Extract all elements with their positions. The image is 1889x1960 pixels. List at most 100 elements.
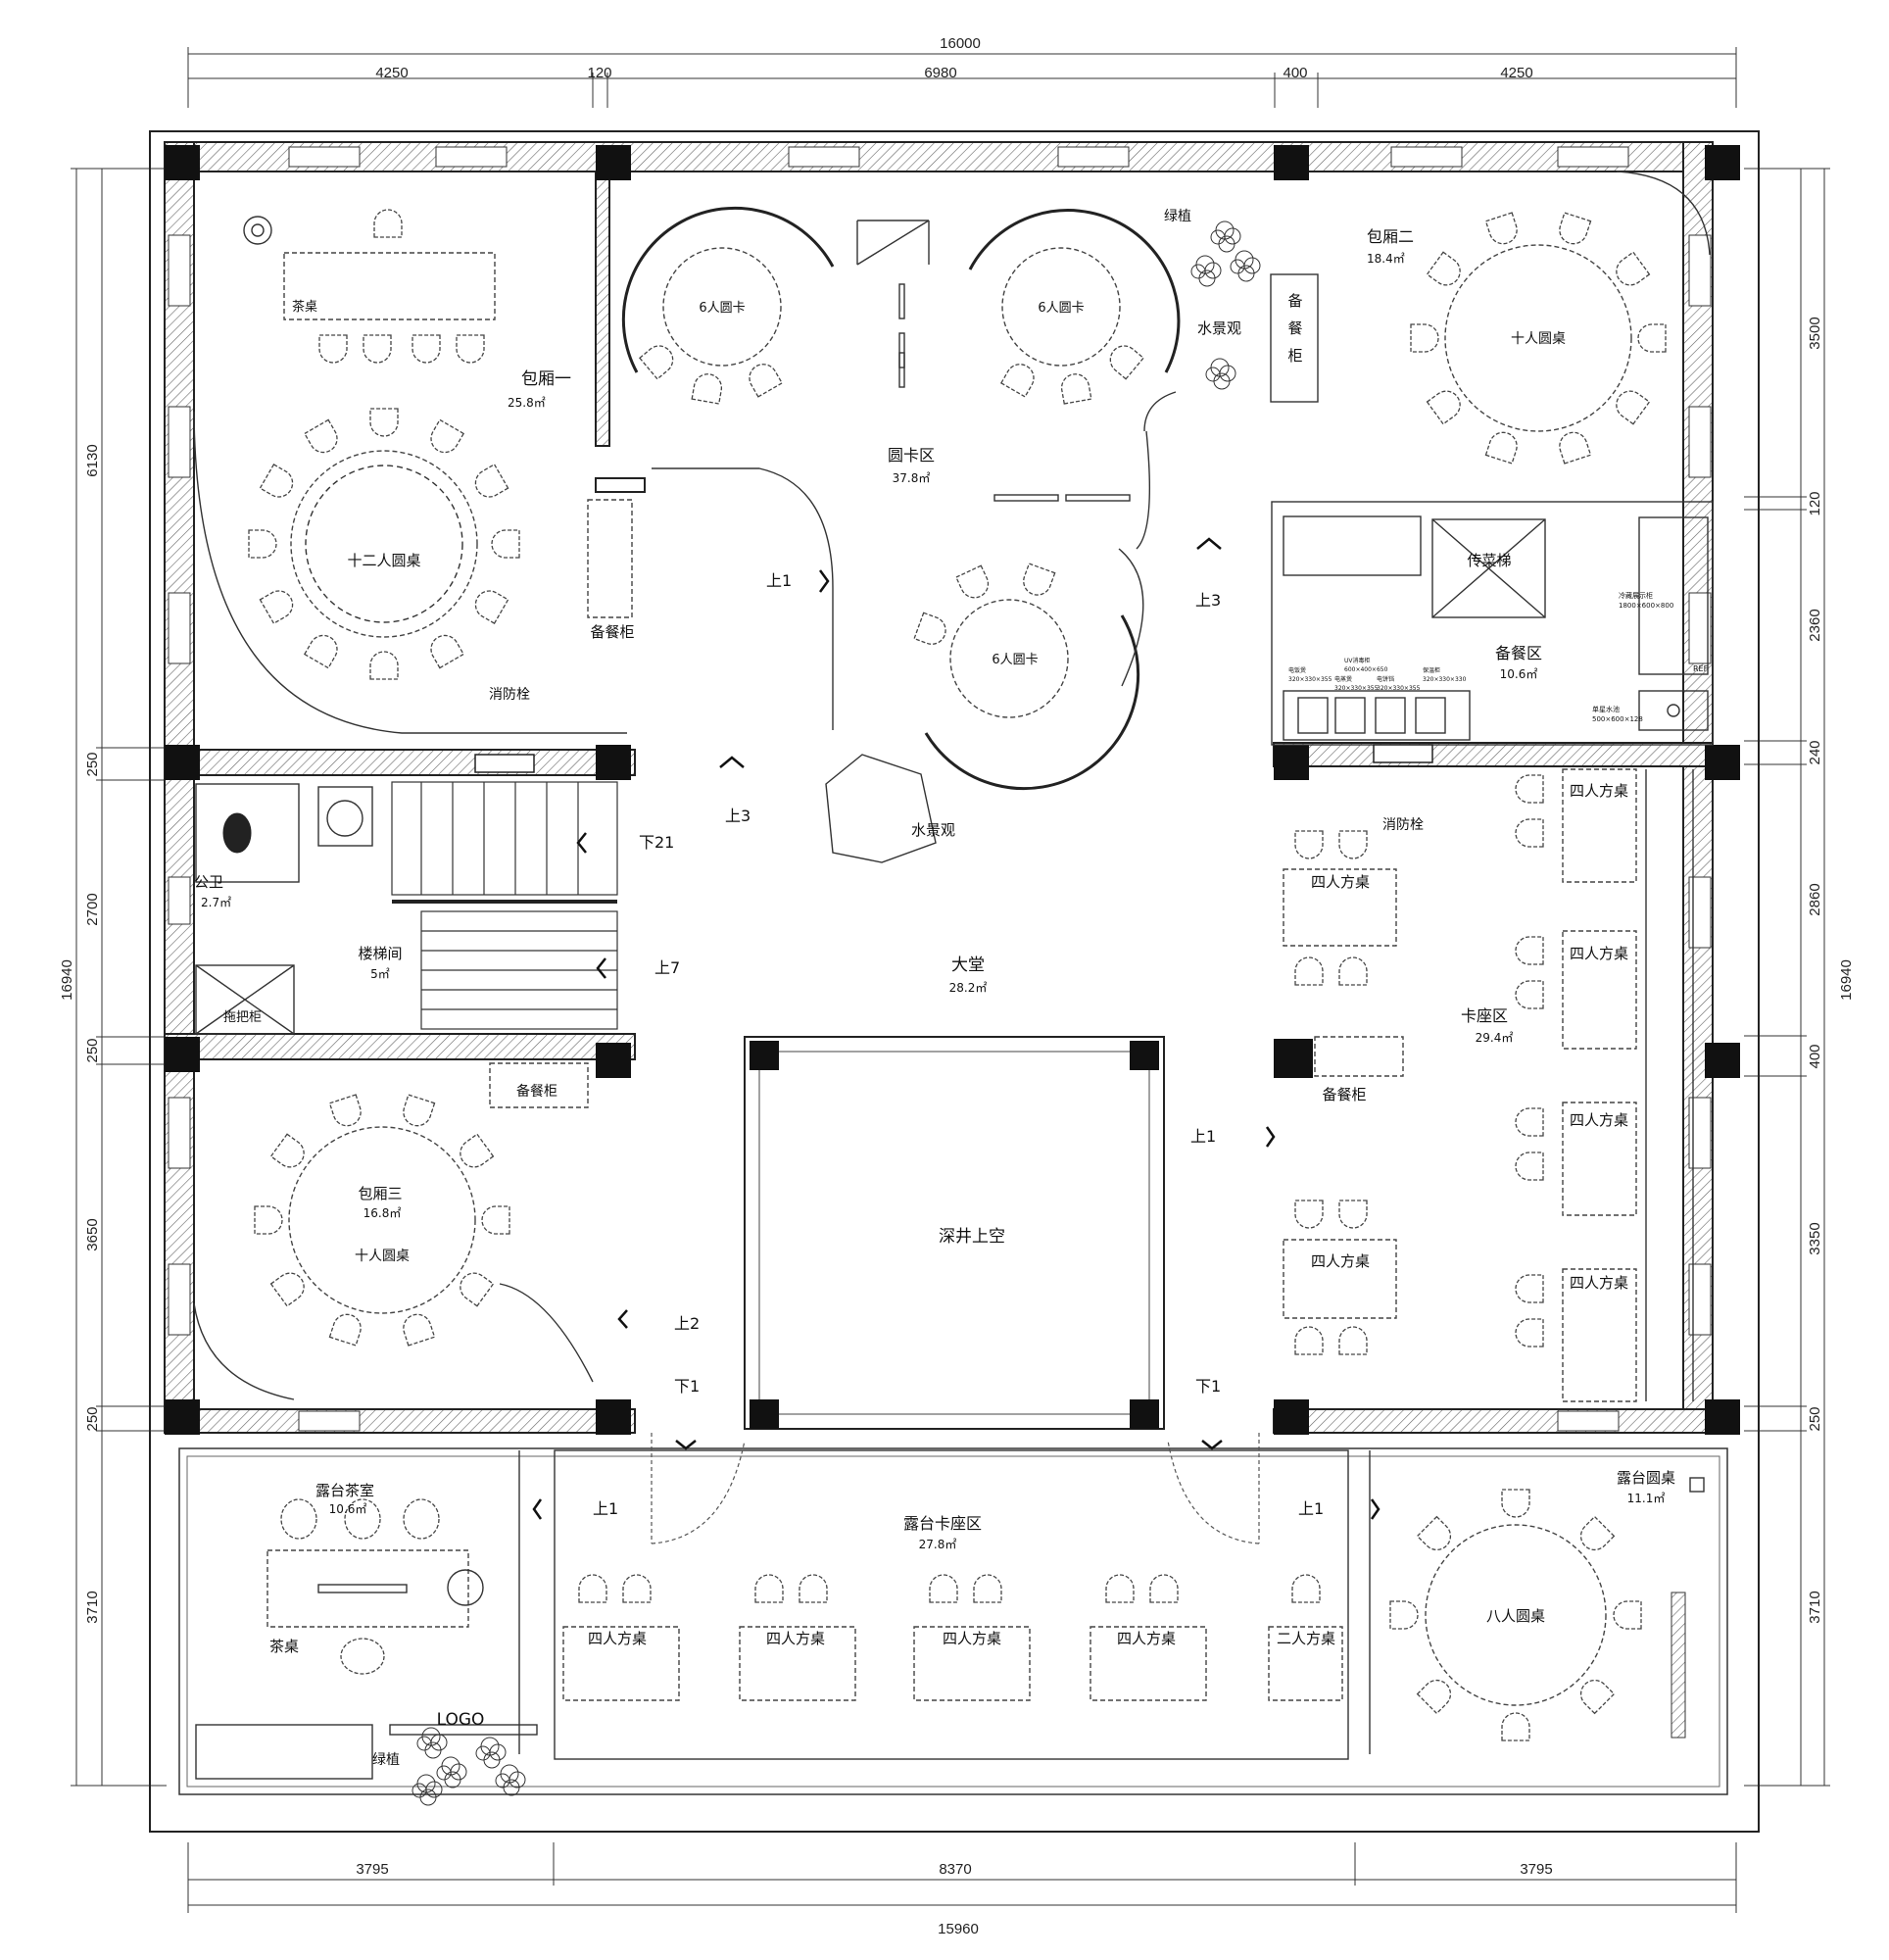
chair[interactable] — [373, 209, 403, 238]
sq-table-kz-6[interactable] — [1562, 1268, 1637, 1402]
chair[interactable] — [1515, 980, 1544, 1009]
chair[interactable] — [1484, 212, 1522, 248]
chair[interactable] — [913, 612, 950, 649]
chair[interactable] — [973, 1574, 1002, 1603]
sideboard-left[interactable] — [587, 499, 633, 618]
chair[interactable] — [1515, 936, 1544, 965]
dumbwaiter[interactable] — [1431, 518, 1546, 618]
chair[interactable] — [754, 1574, 784, 1603]
terrace-sq-table-4[interactable] — [1090, 1626, 1207, 1701]
chair[interactable] — [1515, 774, 1544, 804]
chair[interactable] — [1416, 1674, 1457, 1715]
round-booth-1[interactable] — [662, 247, 782, 367]
chair[interactable] — [1103, 339, 1144, 380]
chair[interactable] — [491, 529, 520, 559]
chair[interactable] — [1610, 384, 1651, 425]
chair[interactable] — [1294, 1200, 1324, 1229]
chair[interactable] — [622, 1574, 652, 1603]
chair[interactable] — [481, 1205, 510, 1235]
hydrant-right[interactable] — [1373, 744, 1433, 763]
chair[interactable] — [369, 651, 399, 680]
chair[interactable] — [259, 585, 299, 624]
round-table-8[interactable] — [1425, 1524, 1607, 1706]
chair[interactable] — [1501, 1489, 1530, 1518]
chair[interactable] — [1515, 818, 1544, 848]
chair[interactable] — [1484, 428, 1522, 465]
chair[interactable] — [1574, 1515, 1616, 1556]
chair[interactable] — [1426, 251, 1467, 292]
chair[interactable] — [1613, 1600, 1642, 1630]
chair[interactable] — [1294, 1326, 1324, 1355]
terrace-sq-table-3[interactable] — [913, 1626, 1031, 1701]
chair[interactable] — [248, 529, 277, 559]
chair[interactable] — [1555, 212, 1592, 248]
chair[interactable] — [1149, 1574, 1179, 1603]
chair[interactable] — [1555, 428, 1592, 465]
chair[interactable] — [1515, 1274, 1544, 1303]
chair[interactable] — [259, 464, 299, 503]
chair[interactable] — [1389, 1600, 1419, 1630]
sq-table-kz-3[interactable] — [1562, 768, 1637, 883]
chair[interactable] — [1416, 1515, 1457, 1556]
chair[interactable] — [399, 1310, 436, 1347]
chair[interactable] — [425, 629, 464, 669]
terrace-sq-table-5[interactable] — [1268, 1626, 1343, 1701]
round-table-10-box-3[interactable] — [288, 1126, 476, 1314]
chair[interactable] — [469, 585, 509, 624]
chair[interactable] — [1410, 323, 1439, 353]
chair[interactable] — [1637, 323, 1667, 353]
chair[interactable] — [1338, 1200, 1368, 1229]
terrace-sq-table-1[interactable] — [562, 1626, 680, 1701]
chair[interactable] — [1291, 1574, 1321, 1603]
chair[interactable] — [929, 1574, 958, 1603]
round-booth-3[interactable] — [949, 599, 1069, 718]
chair[interactable] — [1515, 1318, 1544, 1348]
sq-table-kz-5[interactable] — [1562, 1102, 1637, 1216]
chair[interactable] — [1338, 956, 1368, 986]
terrace-sq-table-2[interactable] — [739, 1626, 856, 1701]
round-booth-2[interactable] — [1001, 247, 1121, 367]
chair[interactable] — [454, 1266, 495, 1307]
chair[interactable] — [369, 408, 399, 437]
chair[interactable] — [1000, 358, 1040, 398]
terrace-tea-table[interactable] — [266, 1549, 469, 1628]
chair[interactable] — [269, 1133, 311, 1174]
sideboard-vertical[interactable] — [1270, 273, 1319, 403]
chair[interactable] — [1338, 1326, 1368, 1355]
chair[interactable] — [304, 418, 343, 459]
chair[interactable] — [578, 1574, 607, 1603]
chair[interactable] — [454, 1133, 495, 1174]
chair[interactable] — [469, 464, 509, 503]
chair[interactable] — [1515, 1107, 1544, 1137]
sq-table-kz-4[interactable] — [1562, 930, 1637, 1050]
chair[interactable] — [328, 1310, 365, 1347]
chair[interactable] — [269, 1266, 311, 1307]
chair[interactable] — [799, 1574, 828, 1603]
chair[interactable] — [304, 629, 343, 669]
chair[interactable] — [955, 564, 993, 604]
chair[interactable] — [1294, 830, 1324, 859]
hydrant-left[interactable] — [474, 754, 535, 773]
chair[interactable] — [1610, 251, 1651, 292]
chair[interactable] — [1058, 370, 1092, 405]
chair[interactable] — [1501, 1712, 1530, 1741]
chair[interactable] — [1019, 563, 1056, 600]
chair[interactable] — [1574, 1674, 1616, 1715]
tea-table-box-1[interactable] — [283, 252, 496, 320]
chair[interactable] — [1426, 384, 1467, 425]
chair[interactable] — [254, 1205, 283, 1235]
chair[interactable] — [1105, 1574, 1135, 1603]
chair[interactable] — [691, 370, 725, 405]
round-table-10-box-2[interactable] — [1444, 244, 1632, 432]
chair[interactable] — [425, 418, 464, 459]
chair[interactable] — [1294, 956, 1324, 986]
chair[interactable] — [744, 358, 783, 398]
chair[interactable] — [1515, 1152, 1544, 1181]
chair[interactable] — [639, 339, 680, 380]
chair[interactable] — [1338, 830, 1368, 859]
chair[interactable] — [399, 1094, 436, 1130]
chair[interactable] — [328, 1094, 365, 1130]
sideboard-box-3[interactable] — [489, 1062, 589, 1108]
round-table-12[interactable] — [290, 450, 478, 638]
mop-cabinet[interactable] — [195, 964, 295, 1035]
